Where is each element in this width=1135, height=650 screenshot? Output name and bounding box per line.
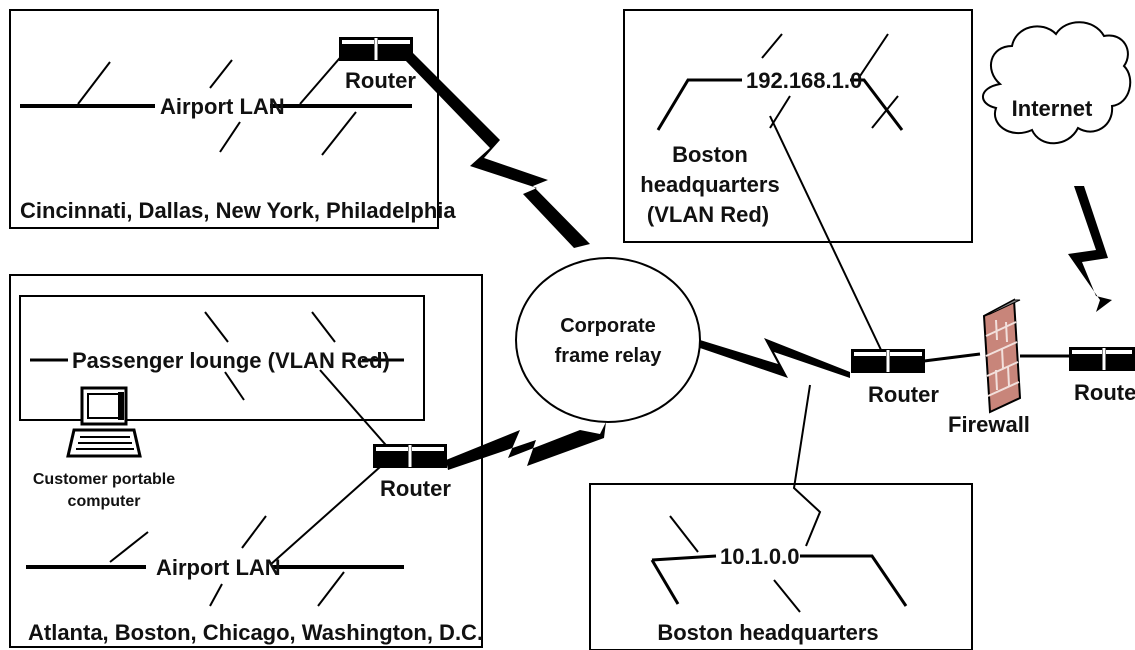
lan-backbone [651, 554, 717, 562]
host-stub [204, 311, 229, 343]
lan-backbone [656, 78, 742, 131]
site-boston-vlan-red: 192.168.1.0 Boston headquarters (VLAN Re… [623, 9, 973, 243]
router-downlink [269, 466, 381, 566]
host-stub [761, 33, 783, 59]
firewall-label: Firewall [948, 412, 1030, 437]
router-icon [339, 37, 413, 61]
wan-link-bottom [446, 422, 606, 470]
lan-label: Airport LAN [156, 555, 281, 580]
host-stub [209, 583, 223, 607]
router-icon [373, 444, 447, 468]
host-stub [77, 61, 111, 105]
link-to-vlan-red [769, 115, 883, 353]
router-label: Router [345, 68, 416, 93]
cities-label: Cincinnati, Dallas, New York, Philadelph… [20, 198, 456, 223]
frame-relay-label: Corporate [560, 315, 656, 337]
edge-router-label: Router [1074, 380, 1135, 405]
internet-link [1068, 186, 1112, 312]
site-box [9, 274, 483, 648]
router-label: Router [380, 476, 451, 501]
computer-label: computer [68, 493, 141, 510]
host-stub [209, 59, 233, 89]
host-stub [871, 95, 899, 129]
lan-backbone [650, 559, 680, 605]
frame-relay-network: Corporate frame relay [515, 257, 701, 423]
central-router-label: Router [868, 382, 939, 407]
host-stub [773, 579, 801, 613]
frame-relay-label: frame relay [555, 345, 663, 367]
laptop-icon [66, 386, 142, 458]
wan-link-center [700, 338, 850, 378]
host-stub [241, 515, 267, 549]
link-to-boston-hq [792, 384, 822, 547]
site-box [589, 483, 973, 650]
site-label: headquarters [640, 172, 779, 197]
wan-link-top [405, 52, 590, 248]
site-label: (VLAN Red) [647, 202, 769, 227]
lan-label: Airport LAN [160, 94, 285, 119]
edge-router-icon [1069, 347, 1135, 371]
central-router-icon [851, 349, 925, 373]
internet-cloud-icon [982, 21, 1132, 145]
host-stub [669, 515, 699, 553]
lan-backbone [850, 78, 904, 131]
network-address: 192.168.1.0 [746, 68, 862, 93]
lounge-box [19, 295, 425, 421]
site-box [623, 9, 973, 243]
host-stub [224, 371, 245, 401]
site-label: Boston headquarters [657, 620, 878, 645]
site-airport-bottom: Passenger lounge (VLAN Red) Customer por… [9, 274, 483, 648]
site-boston-hq: 10.1.0.0 Boston headquarters [589, 483, 973, 650]
network-address: 10.1.0.0 [720, 544, 800, 569]
cities-label: Atlanta, Boston, Chicago, Washington, D.… [28, 620, 483, 645]
link-router-firewall [923, 352, 981, 363]
host-stub [311, 311, 336, 343]
site-label: Boston [672, 142, 748, 167]
site-box [9, 9, 439, 229]
lounge-label: Passenger lounge (VLAN Red) [72, 348, 390, 373]
host-stub [859, 33, 889, 77]
internet-label: Internet [1012, 96, 1093, 121]
host-stub [317, 571, 345, 607]
firewall-icon [982, 298, 1022, 414]
router-uplink [299, 51, 346, 105]
lounge-link [319, 369, 393, 453]
lan-backbone [800, 554, 908, 607]
frame-relay-ellipse [515, 257, 701, 423]
host-stub [109, 531, 149, 563]
host-stub [321, 111, 357, 156]
computer-label: Customer portable [33, 471, 175, 488]
site-airport-top: Airport LAN Router Cincinnati, Dallas, N… [9, 9, 456, 229]
host-stub [219, 121, 241, 153]
